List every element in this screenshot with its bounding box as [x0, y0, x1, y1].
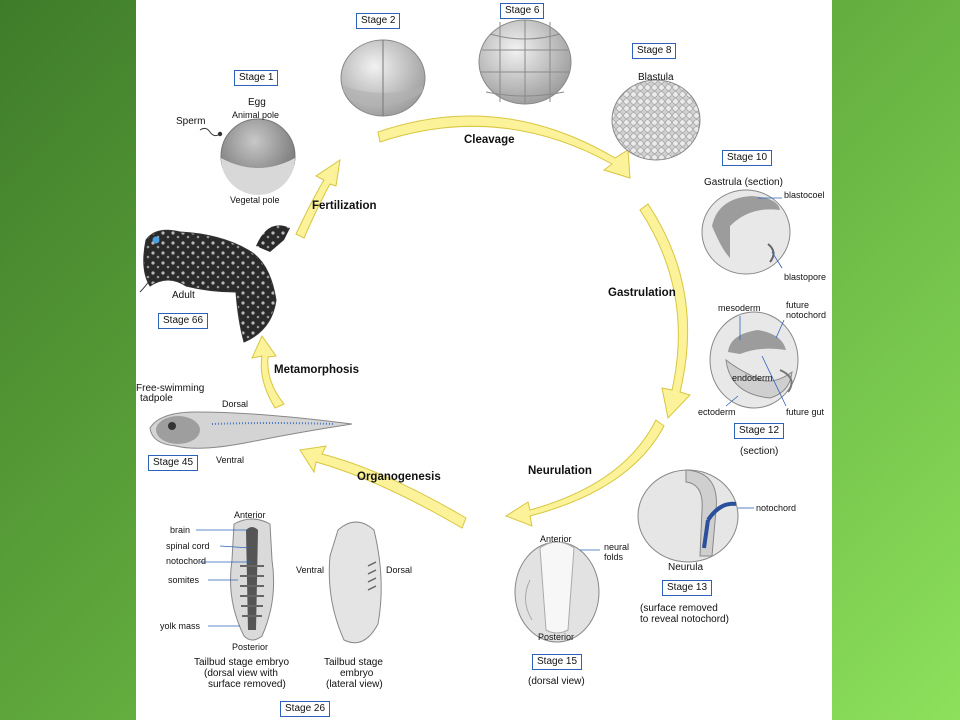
dorsal-lateral-label: Dorsal — [386, 565, 413, 575]
tailbud-lateral-caption-3: (lateral view) — [326, 679, 383, 690]
notochord-tailbud-label: notochord — [166, 556, 207, 566]
posterior-tailbud-label: Posterior — [232, 642, 269, 652]
tadpole-label-1: Free-swimming — [136, 383, 205, 394]
process-organogenesis: Organogenesis — [357, 471, 441, 483]
future-notochord-label-2: notochord — [786, 310, 827, 320]
stage45-label: Stage 45 — [148, 455, 199, 471]
surface-removed-note-1: (surface removed — [640, 603, 718, 614]
adult-label: Adult — [172, 290, 195, 301]
spinal-cord-label: spinal cord — [166, 541, 210, 551]
brain-label: brain — [170, 525, 191, 535]
tailbud-dorsal-caption-1: Tailbud stage embryo — [194, 657, 290, 668]
tailbud-lateral-caption-1: Tailbud stage — [324, 657, 383, 668]
arrow-metamorphosis — [251, 334, 285, 409]
future-notochord-label-1: future — [786, 300, 810, 310]
surface-removed-note-2: to reveal notochord) — [640, 614, 729, 625]
stage15-label: Stage 15 — [532, 654, 583, 670]
process-gastrulation: Gastrulation — [608, 287, 676, 299]
stage26-label: Stage 26 — [280, 701, 331, 717]
egg-label: Egg — [248, 97, 266, 108]
stage1-egg — [220, 118, 296, 195]
stage13-label: Stage 13 — [662, 580, 713, 596]
pointer-lines — [196, 197, 787, 627]
mesoderm-label: mesoderm — [718, 303, 761, 313]
blastocoel-label: blastocoel — [784, 190, 825, 200]
sperm-label: Sperm — [176, 116, 206, 127]
somites-label: somites — [168, 575, 200, 585]
animal-pole-label: Animal pole — [232, 110, 280, 120]
tailbud-dorsal-caption-2: (dorsal view with — [204, 668, 278, 679]
arrow-gastrulation — [639, 203, 691, 420]
stage2-label: Stage 2 — [356, 13, 401, 29]
stage6-embryo — [478, 19, 572, 105]
anterior-tailbud-label: Anterior — [234, 510, 266, 520]
stage2-embryo — [340, 39, 426, 117]
stage10-label: Stage 10 — [722, 150, 773, 166]
arrow-cleavage — [377, 115, 631, 179]
stage10-gastrula — [701, 189, 791, 275]
stage8-blastula — [611, 79, 701, 161]
neural-folds-label-2: folds — [604, 552, 624, 562]
tailbud-lateral-caption-2: embryo — [340, 668, 374, 679]
stage66-label: Stage 66 — [158, 313, 209, 329]
section-label: (section) — [740, 446, 779, 457]
neural-folds-label-1: neural — [604, 542, 630, 552]
stage13-neurula — [637, 469, 739, 563]
process-neurulation: Neurulation — [528, 465, 592, 477]
stage12-label: Stage 12 — [734, 423, 785, 439]
ventral-lateral-label: Ventral — [296, 565, 325, 575]
future-gut-label: future gut — [786, 407, 825, 417]
tadpole-ventral-label: Ventral — [216, 455, 245, 465]
blastula-label: Blastula — [638, 72, 674, 83]
arrow-fertilization — [295, 158, 341, 239]
process-fertilization: Fertilization — [312, 200, 377, 212]
stage8-label: Stage 8 — [632, 43, 677, 59]
tadpole-dorsal-label: Dorsal — [222, 399, 249, 409]
ectoderm-label: ectoderm — [698, 407, 736, 417]
tadpole-illustration — [149, 411, 353, 449]
blastopore-label: blastopore — [784, 272, 827, 282]
process-cleavage: Cleavage — [464, 134, 515, 146]
tadpole-label-2: tadpole — [140, 393, 173, 404]
tailbud-dorsal-caption-3: surface removed) — [208, 679, 286, 690]
tailbud-dorsal-embryo — [230, 518, 275, 641]
arrow-neurulation — [504, 419, 665, 527]
stage1-label: Stage 1 — [234, 70, 279, 86]
process-metamorphosis: Metamorphosis — [274, 364, 359, 376]
arrow-organogenesis — [299, 445, 467, 529]
neurula-label: Neurula — [668, 562, 704, 573]
notochord-label: notochord — [756, 503, 797, 513]
posterior-label: Posterior — [538, 632, 575, 642]
anterior-label: Anterior — [540, 534, 572, 544]
dorsal-view-label: (dorsal view) — [528, 676, 585, 687]
vegetal-pole-label: Vegetal pole — [230, 195, 280, 205]
yolk-mass-label: yolk mass — [160, 621, 201, 631]
gastrula-label: Gastrula (section) — [704, 177, 783, 188]
stage15-embryo — [514, 541, 600, 643]
tailbud-lateral-embryo — [328, 521, 382, 644]
adult-frog-illustration — [139, 225, 290, 343]
stage6-label: Stage 6 — [500, 3, 545, 19]
endoderm-label: endoderm — [732, 373, 773, 383]
stage12-section — [709, 311, 799, 409]
sperm-icon — [199, 127, 221, 137]
